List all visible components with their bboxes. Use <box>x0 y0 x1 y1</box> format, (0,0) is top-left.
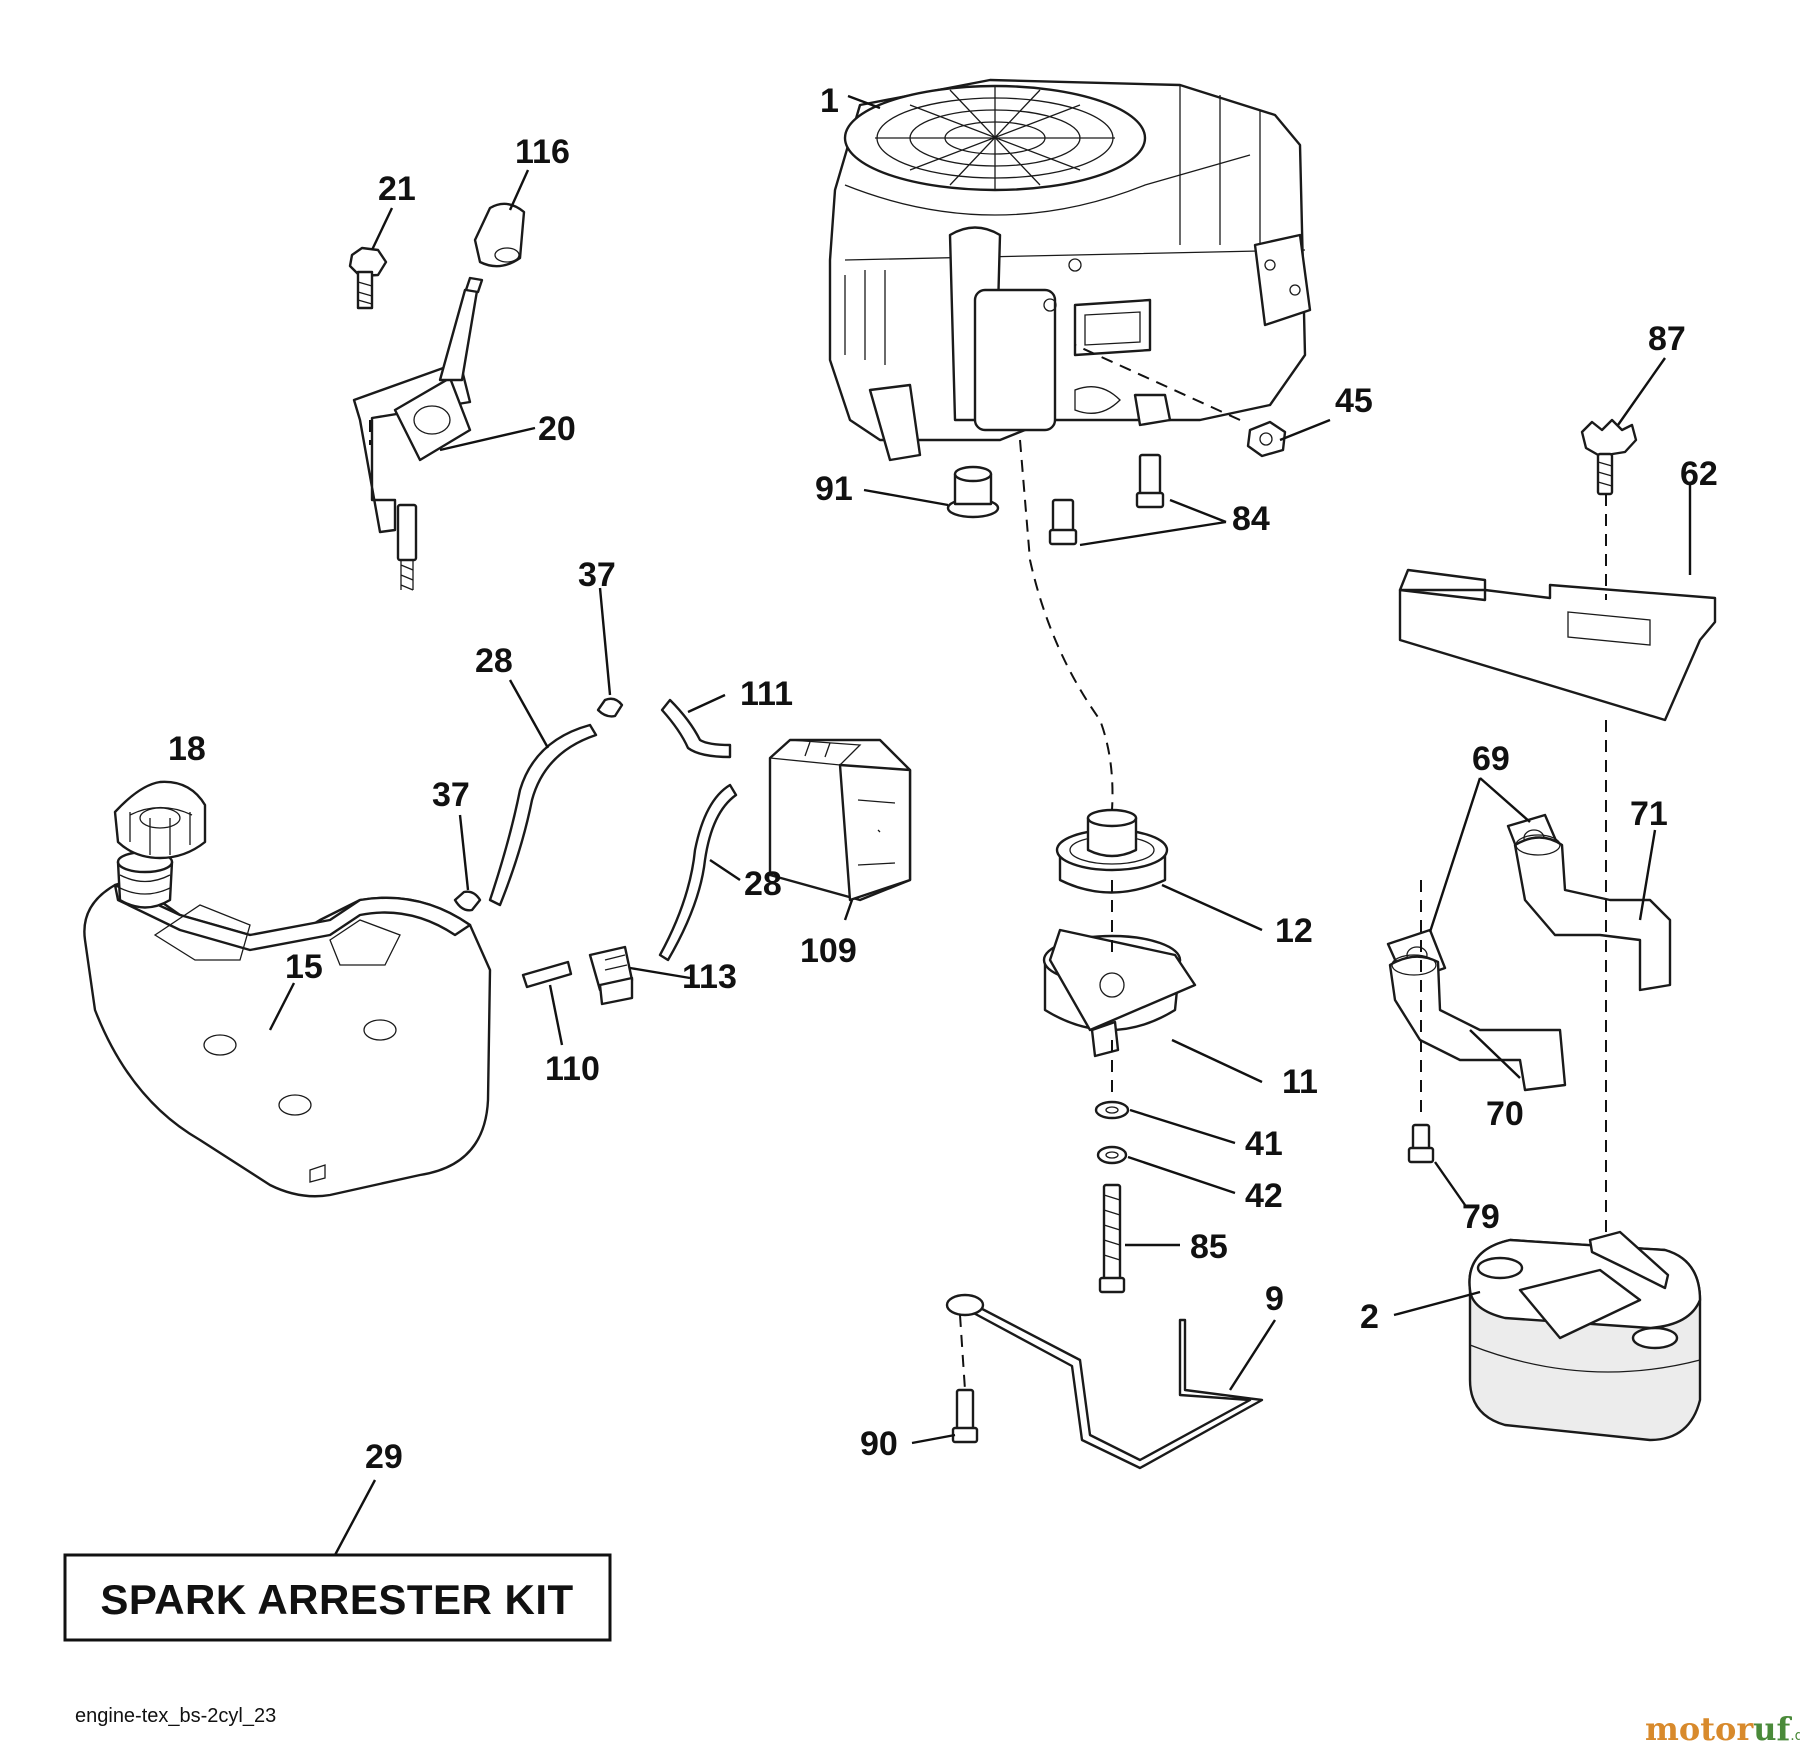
part-109-fuel-filter <box>768 738 912 902</box>
callout-41: 41 <box>1245 1125 1283 1163</box>
part-91-spacer <box>946 465 1000 519</box>
callout-15: 15 <box>285 948 323 986</box>
callout-37a: 37 <box>578 556 616 594</box>
part-70-exhaust-pipe <box>1388 954 1567 1092</box>
throttle-control-drawing <box>348 202 526 591</box>
assembly-dashed-lines <box>369 344 1607 1391</box>
engine-drawing <box>828 78 1312 462</box>
callout-85: 85 <box>1190 1228 1228 1266</box>
callout-111: 111 <box>740 675 793 713</box>
callout-42: 42 <box>1245 1177 1283 1215</box>
watermark-suffix: .de <box>1790 1728 1800 1744</box>
part-9-rod <box>945 1293 1264 1470</box>
fuel-lines-drawing <box>453 697 738 1006</box>
callout-20: 20 <box>538 410 576 448</box>
callout-labels: 1 116 21 20 91 45 84 87 62 37 28 111 18 … <box>168 82 1718 1476</box>
watermark-logo: motoruf.de <box>1645 1710 1800 1748</box>
callout-116: 116 <box>515 133 570 171</box>
spark-arrester-kit-box: SPARK ARRESTER KIT <box>63 1553 612 1642</box>
callout-37b: 37 <box>432 776 470 814</box>
part-79-bolt <box>1407 1123 1435 1164</box>
callout-109: 109 <box>800 932 857 970</box>
callout-79: 79 <box>1462 1198 1500 1236</box>
callout-28a: 28 <box>475 642 513 680</box>
callout-29: 29 <box>365 1438 403 1476</box>
part-2-muffler <box>1468 1230 1702 1442</box>
callout-84: 84 <box>1232 500 1270 538</box>
part-84-bolts <box>1048 453 1165 546</box>
part-62-heat-shield <box>1398 568 1717 722</box>
leader-lines <box>268 94 1692 1556</box>
callout-18: 18 <box>168 730 206 768</box>
drawing-reference: engine-tex_bs-2cyl_23 <box>75 1705 276 1727</box>
pto-clutch-drawing <box>1042 808 1197 1294</box>
callout-87: 87 <box>1648 320 1686 358</box>
part-45-nut <box>1246 420 1287 458</box>
callout-45: 45 <box>1335 382 1373 420</box>
callout-70: 70 <box>1486 1095 1524 1133</box>
spark-arrester-kit-label: SPARK ARRESTER KIT <box>100 1576 573 1623</box>
callout-9: 9 <box>1265 1280 1284 1318</box>
callout-69: 69 <box>1472 740 1510 778</box>
callout-21: 21 <box>378 170 416 208</box>
callout-1: 1 <box>820 82 839 120</box>
part-87-screw <box>1580 418 1638 496</box>
callout-11: 11 <box>1282 1063 1318 1101</box>
callout-71: 71 <box>1630 795 1668 833</box>
callout-90: 90 <box>860 1425 898 1463</box>
fuel-tank-drawing <box>83 780 492 1198</box>
callout-28b: 28 <box>744 865 782 903</box>
part-90-bolt <box>951 1388 979 1444</box>
part-71-exhaust-pipe <box>1513 834 1672 992</box>
callout-91: 91 <box>815 470 853 508</box>
callout-62: 62 <box>1680 455 1718 493</box>
watermark-part2: uf <box>1753 1710 1792 1748</box>
svg-text:motoruf.de: motoruf.de <box>1645 1710 1800 1748</box>
callout-12: 12 <box>1275 912 1313 950</box>
callout-110: 110 <box>545 1050 600 1088</box>
callout-2: 2 <box>1360 1298 1379 1336</box>
callout-113: 113 <box>682 958 737 996</box>
watermark-part1: motor <box>1645 1710 1754 1748</box>
